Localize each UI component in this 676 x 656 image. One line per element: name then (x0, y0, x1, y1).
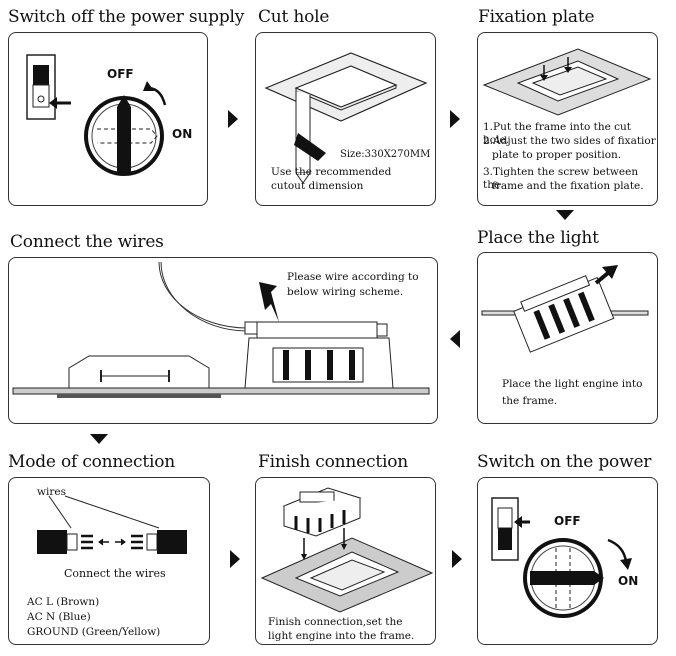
place-light-note-line1: Place the light engine into (502, 378, 643, 390)
prev-arrow-icon (450, 330, 460, 348)
cutout-note-line1: Use the recommended (271, 166, 392, 178)
on-label: ON (618, 574, 639, 588)
step-switch-off-title: Switch off the power supply (8, 7, 245, 27)
next-arrow-icon (452, 550, 462, 568)
step-cut-hole-title: Cut hole (258, 7, 330, 27)
ac-live-label: AC L (Brown) (27, 596, 100, 608)
fixation-step-line5: frame and the fixation plate. (492, 180, 644, 192)
wire-connection-diagram (37, 495, 187, 554)
step-switch-off-panel: OFF ON (8, 32, 208, 206)
cut-hole-illustration (264, 52, 428, 184)
off-label: OFF (107, 67, 134, 81)
fixation-plate-illustration (482, 48, 652, 116)
step-mode-connection-panel: wires Connect the wires AC L (Brown) AC … (8, 477, 210, 645)
next-arrow-icon (230, 550, 240, 568)
step-cut-hole-panel: Size:330X270MM Use the recommended cutou… (255, 32, 436, 206)
place-light-note-line2: the frame. (502, 395, 558, 407)
step-connect-wires-title: Connect the wires (10, 232, 164, 252)
step-fixation-panel: 1.Put the frame into the cut hole. 2.Adj… (477, 32, 658, 206)
cutout-note-line2: cutout dimension (271, 180, 364, 192)
connect-wires-label: Connect the wires (64, 567, 166, 580)
fixation-step-line3: plate to proper position. (492, 149, 622, 161)
step-switch-on-panel: OFF ON (477, 477, 658, 645)
finish-note-line2: light engine into the frame. (268, 630, 415, 642)
step-switch-on-title: Switch on the power (477, 452, 652, 472)
ac-neutral-label: AC N (Blue) (27, 611, 91, 623)
fixation-step-line2: 2.Adjust the two sides of fixatior (483, 135, 656, 147)
step-place-light-title: Place the light (477, 228, 599, 248)
next-arrow-icon (228, 110, 238, 128)
connect-wires-illustration (12, 261, 430, 398)
step-mode-connection-title: Mode of connection (8, 452, 176, 472)
ground-label: GROUND (Green/Yellow) (27, 626, 161, 638)
cutout-size: Size:330X270MM (340, 149, 431, 160)
step-place-light-panel: Place the light engine into the frame. (477, 252, 658, 424)
finish-note-line1: Finish connection,set the (268, 616, 403, 628)
step-connect-wires-panel: Please wire according to below wiring sc… (8, 257, 438, 424)
off-label: OFF (554, 514, 581, 528)
on-label: ON (172, 127, 193, 141)
step-fixation-title: Fixation plate (478, 7, 595, 27)
step-finish-panel: Finish connection,set the light engine i… (255, 477, 436, 645)
step-finish-title: Finish connection (258, 452, 408, 472)
finish-connection-illustration (260, 487, 434, 613)
fixation-step-line4: 3.Tighten the screw between the (483, 166, 639, 191)
wires-label: wires (37, 486, 66, 498)
place-light-illustration (481, 265, 649, 353)
next-arrow-icon (90, 434, 108, 444)
wiring-note-line2: below wiring scheme. (287, 286, 404, 298)
next-arrow-icon (450, 110, 460, 128)
fixation-step-line1: 1.Put the frame into the cut hole. (483, 121, 632, 146)
switch-off-illustration (26, 54, 167, 176)
wiring-note-line1: Please wire according to (287, 271, 419, 283)
switch-on-illustration (491, 497, 632, 618)
next-arrow-icon (556, 210, 574, 220)
